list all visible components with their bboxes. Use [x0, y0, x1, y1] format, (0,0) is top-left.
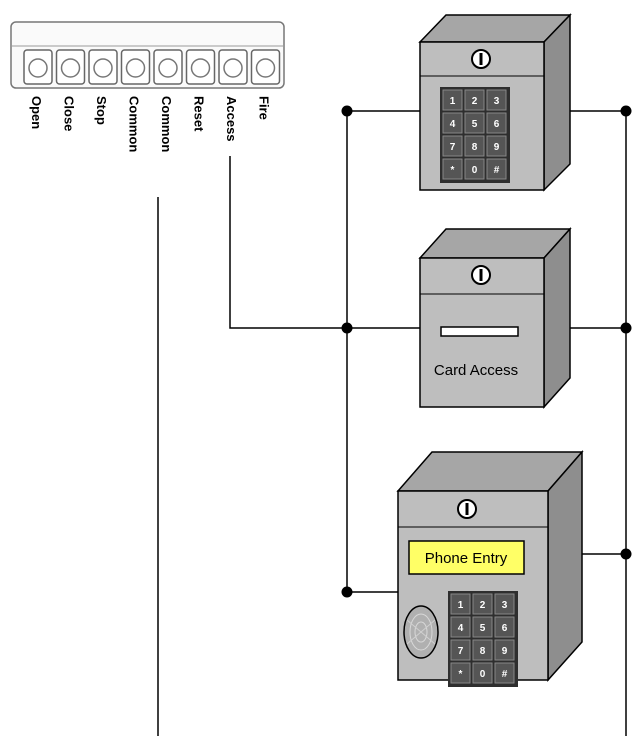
terminal-slot [55, 49, 86, 85]
card-access-label: Card Access [434, 362, 518, 379]
phone-entry-label: Phone Entry [425, 550, 508, 567]
keypad-key [464, 89, 485, 111]
keypad-key [442, 158, 463, 180]
junction-dot [341, 586, 353, 598]
junction-dot [620, 322, 632, 334]
key-lock-icon [471, 265, 491, 285]
terminal-label: Common [159, 96, 174, 152]
keypad-device: 1 2 3 4 5 6 7 8 9 * 0 # [418, 13, 572, 192]
keypad-key [450, 662, 471, 684]
keypad-key-label: * [451, 165, 455, 176]
terminal-label: Open [29, 96, 44, 129]
keypad-key [486, 89, 507, 111]
terminal-labels: Open Close Stop Common Common Reset Access Fire [29, 96, 272, 152]
phone-entry-display [408, 540, 525, 575]
junction-dot [341, 322, 353, 334]
keypad-key [494, 662, 515, 684]
keypad-key-label: # [494, 165, 500, 176]
keypad-key [464, 158, 485, 180]
wire-junctions [341, 105, 632, 598]
keypad-key-label: 6 [502, 623, 508, 634]
terminal-slot [120, 49, 151, 85]
keypad-key-label: 9 [502, 646, 508, 657]
fingerprint-reader-icon [403, 605, 439, 659]
keypad-key-label: * [459, 669, 463, 680]
terminal-label: Fire [257, 96, 272, 120]
keypad-key [472, 639, 493, 661]
keypad-key [450, 593, 471, 615]
keypad-key [494, 616, 515, 638]
keypad-key [442, 135, 463, 157]
terminal-slot [88, 49, 118, 85]
key-lock-icon [457, 499, 477, 519]
keypad-key-label: 1 [450, 96, 456, 107]
keypad-key-label: 2 [480, 600, 486, 611]
keypad-key [472, 662, 493, 684]
keypad-key-label: 0 [480, 669, 486, 680]
access-wire [229, 156, 347, 329]
terminal-label: Close [62, 96, 77, 131]
keypad-key [450, 616, 471, 638]
keypad-key [442, 89, 463, 111]
keypad-key-label: 7 [458, 646, 464, 657]
keypad-key-label: 5 [480, 623, 486, 634]
keypad-key-label: # [502, 669, 508, 680]
terminal-slot [23, 49, 53, 85]
keypad-key [486, 135, 507, 157]
keypad-key [486, 158, 507, 180]
terminal-label: Access [224, 96, 239, 142]
keypad-key-label: 7 [450, 142, 456, 153]
terminal-slot [218, 49, 248, 85]
keypad-keys: 1 2 3 4 5 6 7 8 9 * 0 # [442, 89, 507, 180]
terminal-label: Common [127, 96, 142, 152]
keypad-key [442, 112, 463, 134]
keypad-key-label: 6 [494, 119, 500, 130]
keypad-key-label: 1 [458, 600, 464, 611]
keypad-key-label: 0 [472, 165, 478, 176]
keypad-key-label: 8 [480, 646, 486, 657]
terminal-label: Stop [94, 96, 109, 125]
keypad-key [450, 639, 471, 661]
junction-dot [620, 105, 632, 117]
keypad-key-label: 4 [450, 119, 456, 130]
terminal-slot [250, 49, 281, 85]
terminal-slot [153, 49, 183, 85]
terminal-block [10, 21, 285, 89]
keypad-key [494, 639, 515, 661]
keypad-key-label: 3 [502, 600, 508, 611]
wiring [157, 110, 627, 736]
keypad-key-label: 4 [458, 623, 464, 634]
keypad-key [464, 135, 485, 157]
key-lock-icon [471, 49, 491, 69]
terminal-label: Reset [192, 96, 207, 132]
keypad-key [472, 593, 493, 615]
keypad-key [486, 112, 507, 134]
keypad-key [494, 593, 515, 615]
keypad-key-label: 8 [472, 142, 478, 153]
keypad-key-label: 2 [472, 96, 478, 107]
junction-dot [620, 548, 632, 560]
card-reader-device: Card Access [418, 227, 572, 409]
keypad-key-label: 3 [494, 96, 500, 107]
keypad-key-label: 5 [472, 119, 478, 130]
keypad-keys: 1 2 3 4 5 6 7 8 9 * 0 # [450, 593, 515, 684]
keypad-key [472, 616, 493, 638]
phone-entry-device: Phone Entry 1 2 3 4 5 6 7 8 9 * 0 # [396, 449, 584, 687]
terminal-slot [185, 49, 216, 85]
keypad-key-label: 9 [494, 142, 500, 153]
keypad-key [464, 112, 485, 134]
junction-dot [341, 105, 353, 117]
card-slot [440, 326, 519, 337]
